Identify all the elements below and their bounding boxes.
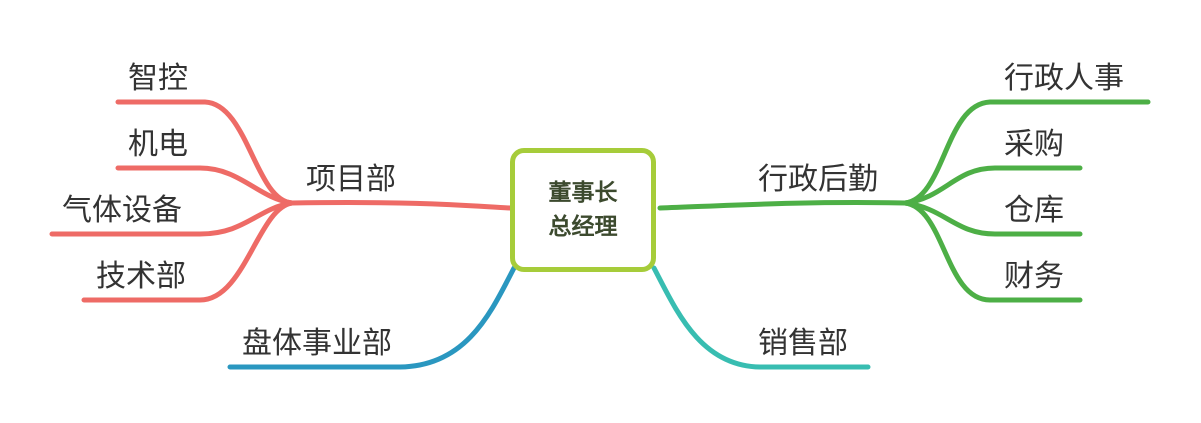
connector-admin-xingzheng (902, 99, 1151, 206)
connector-project-jidian (115, 165, 295, 206)
node-sales[interactable]: 销售部 (758, 326, 848, 361)
node-admin[interactable]: 行政后勤 (758, 162, 878, 197)
connector-center-sales (651, 265, 871, 370)
node-caigou[interactable]: 采购 (1004, 127, 1064, 162)
center-title-line2: 总经理 (548, 214, 618, 240)
node-jishubu[interactable]: 技术部 (96, 259, 186, 294)
center-title-line1: 董事长 (548, 180, 618, 206)
node-jidian[interactable]: 机电 (128, 127, 188, 162)
node-caiwu[interactable]: 财务 (1004, 259, 1064, 294)
connector-center-admin (657, 200, 908, 211)
center-node[interactable]: 董事长 总经理 (510, 148, 656, 272)
connector-project-jishu (81, 200, 295, 303)
connector-center-project (289, 200, 513, 211)
node-xingzheng-renshi[interactable]: 行政人事 (1004, 61, 1124, 96)
connector-admin-caigou (902, 165, 1083, 206)
node-qiti-shebei[interactable]: 气体设备 (62, 193, 182, 228)
node-cangku[interactable]: 仓库 (1004, 193, 1064, 228)
node-zhikong[interactable]: 智控 (128, 61, 188, 96)
connector-admin-caiwu (902, 200, 1083, 303)
node-panti[interactable]: 盘体事业部 (242, 326, 392, 361)
connector-center-panti (227, 265, 517, 370)
node-project[interactable]: 项目部 (306, 162, 396, 197)
